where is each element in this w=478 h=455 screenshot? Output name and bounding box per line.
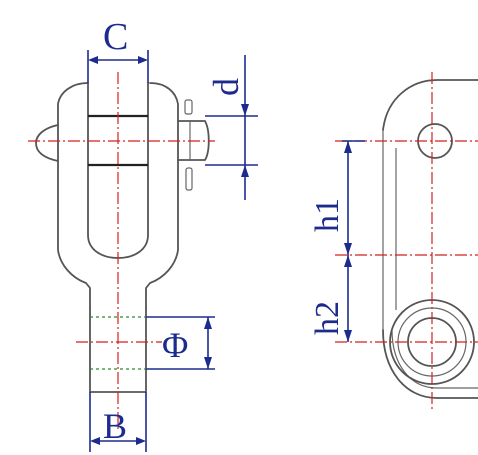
front-view <box>28 72 215 430</box>
dimension-label-b: B <box>103 406 127 446</box>
dimension-phi: Φ <box>146 316 215 370</box>
side-top-lug <box>382 79 478 131</box>
dimensions: C d h1 h2 <box>87 16 365 452</box>
yoke-outline <box>57 82 179 309</box>
dimension-d: d <box>205 55 258 200</box>
dimension-h1: h1 <box>309 140 365 342</box>
dimension-label-c: C <box>103 16 128 58</box>
yoke-slot <box>87 82 149 259</box>
dimension-c: C <box>87 16 149 83</box>
side-view <box>335 72 478 410</box>
dimension-label-phi: Φ <box>162 325 188 365</box>
left-lug-bump <box>35 124 59 162</box>
cotter-pin-bottom <box>185 167 193 191</box>
cotter-pin-top <box>184 99 193 115</box>
side-bottom-lug-inner <box>391 329 478 389</box>
dimension-b: B <box>89 392 147 452</box>
dimension-label-h1: h1 <box>309 198 346 232</box>
dimension-h2: h2 <box>309 301 346 335</box>
dimension-label-h2: h2 <box>309 301 346 335</box>
side-bottom-lug-outer <box>382 329 478 399</box>
dimension-label-d: d <box>206 78 246 96</box>
